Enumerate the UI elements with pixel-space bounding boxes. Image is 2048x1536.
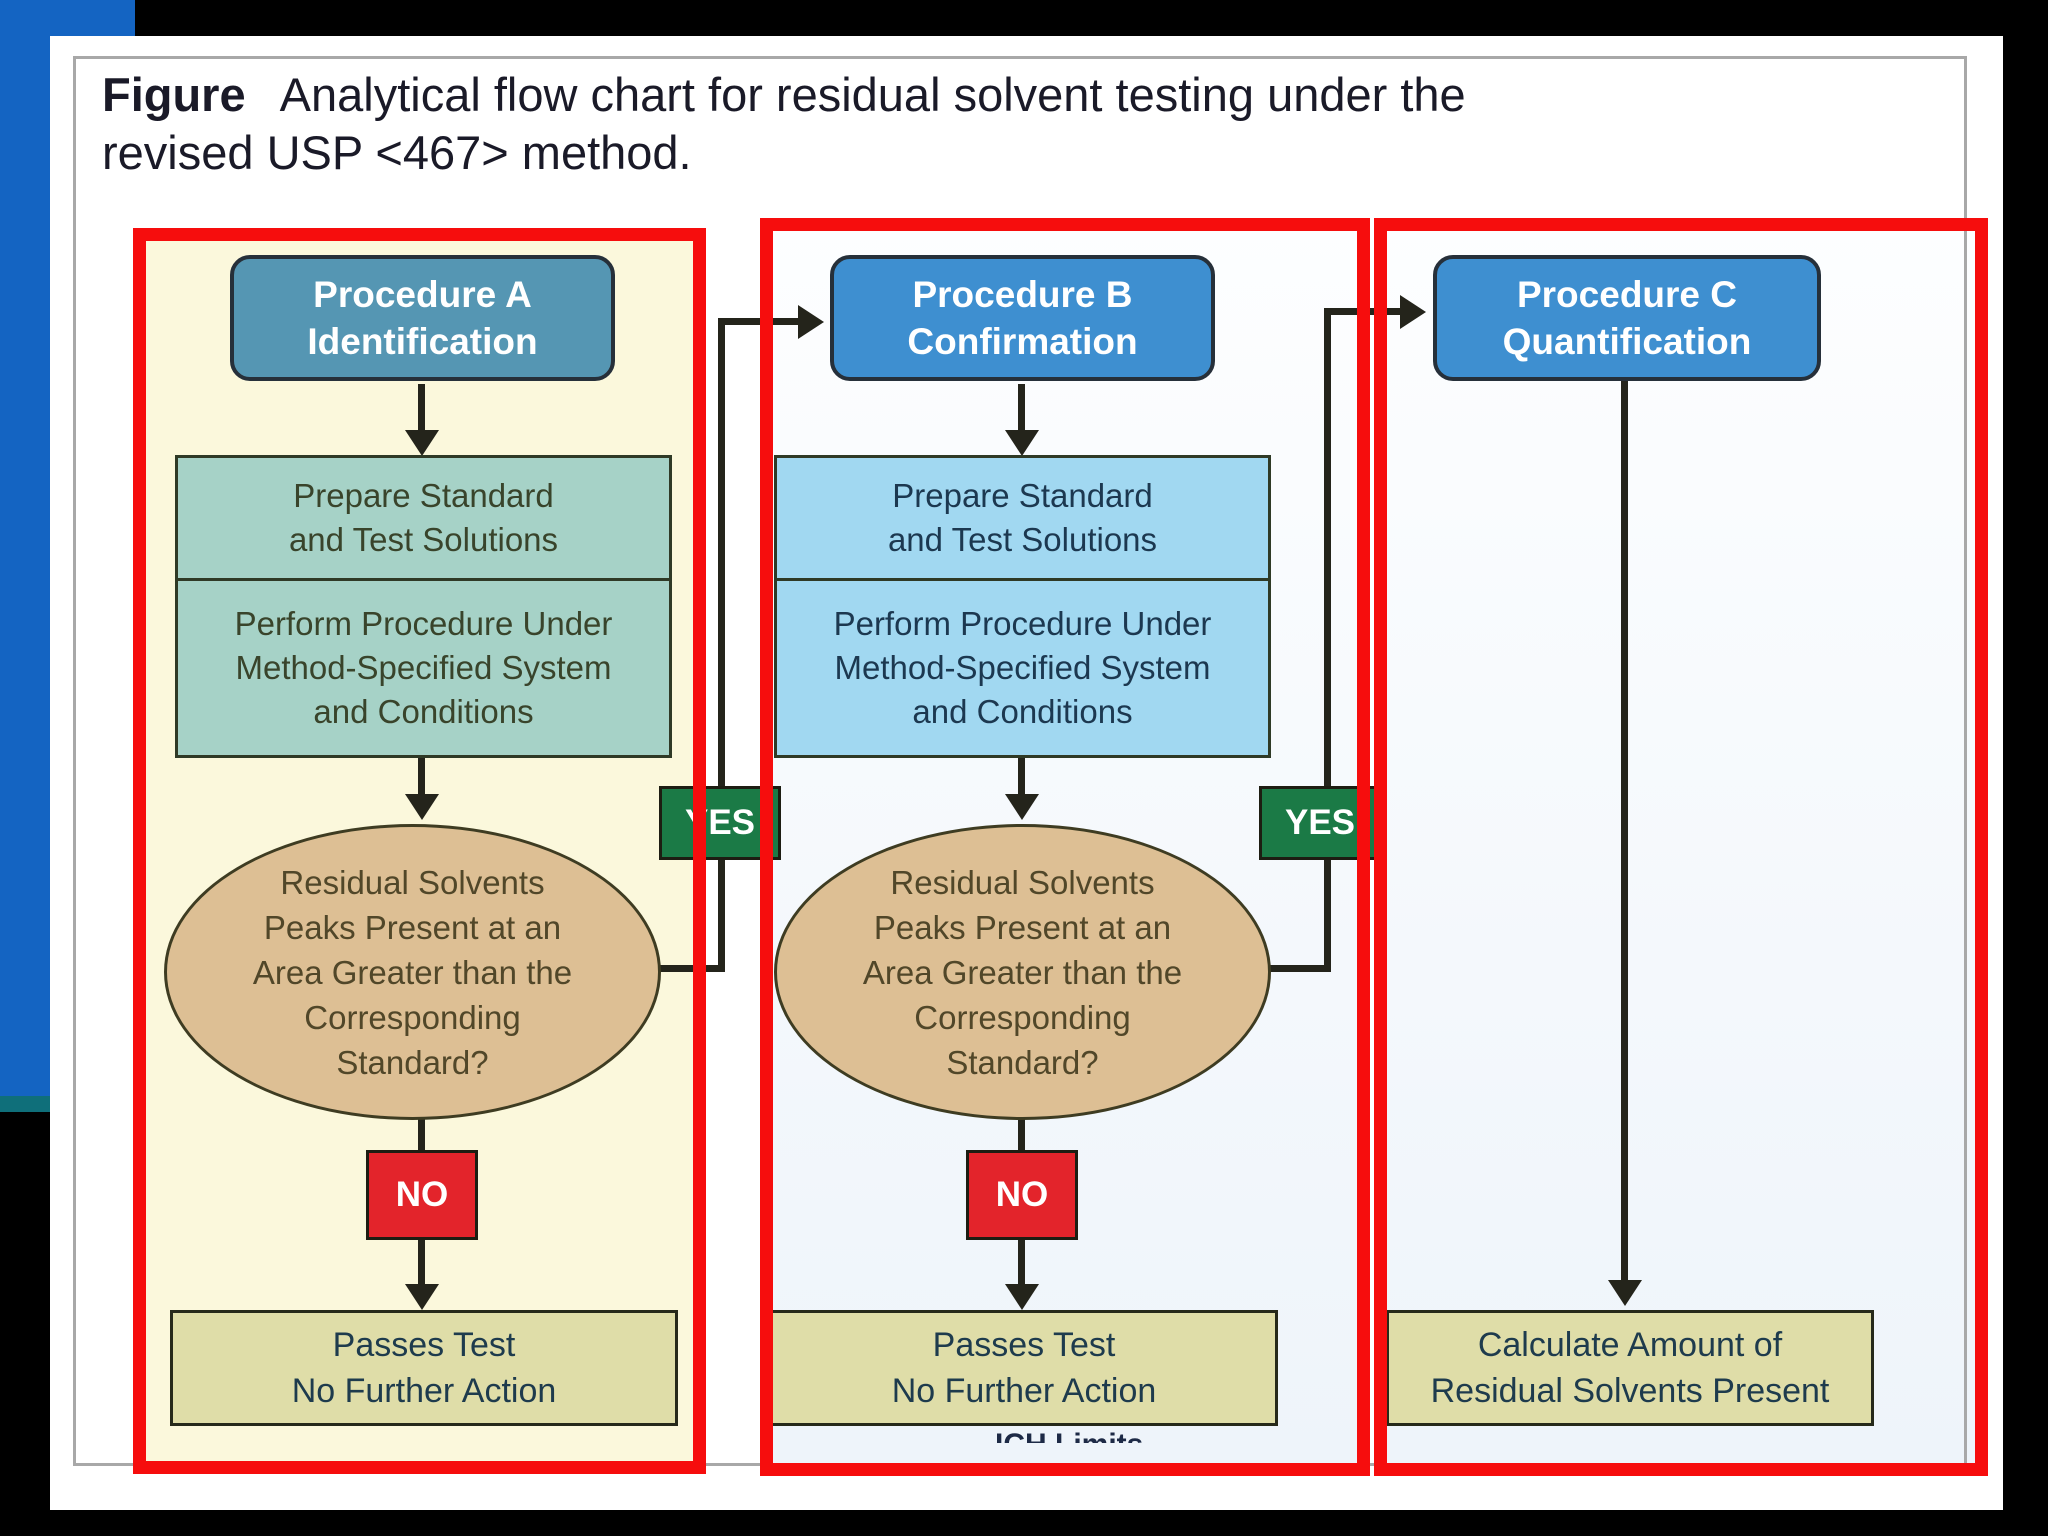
connector-line (1018, 384, 1025, 436)
procedure-b-header: Procedure B Confirmation (830, 255, 1215, 381)
step-a-prepare: Prepare Standard and Test Solutions (175, 455, 672, 581)
step-text: and Test Solutions (887, 521, 1158, 558)
procedure-c-subtitle: Quantification (1502, 321, 1752, 362)
result-c: Calculate Amount of Residual Solvents Pr… (1386, 1310, 1874, 1426)
connector-line (1250, 965, 1330, 972)
connector-line (640, 965, 725, 972)
step-text: Method-Specified System (834, 649, 1211, 686)
step-text: and Conditions (912, 693, 1133, 730)
procedure-a-subtitle: Identification (307, 321, 538, 362)
decision-text: Corresponding (304, 998, 521, 1036)
step-text: Perform Procedure Under (833, 605, 1212, 642)
result-text: Residual Solvents Present (1430, 1372, 1830, 1410)
procedure-b-subtitle: Confirmation (907, 321, 1138, 362)
connector-line (1621, 380, 1628, 1284)
arrow-right-icon (798, 305, 824, 339)
arrow-down-icon (1005, 794, 1039, 820)
connector-line (1018, 1116, 1025, 1156)
decision-text: Standard? (336, 1043, 489, 1081)
connector-line (718, 318, 800, 325)
decision-text: Area Greater than the (862, 953, 1183, 991)
decision-text: Residual Solvents (890, 863, 1155, 901)
procedure-a-title: Procedure A (313, 274, 532, 315)
step-a-perform: Perform Procedure Under Method-Specified… (175, 578, 672, 758)
no-tag-b: NO (966, 1150, 1078, 1240)
connector-line (418, 1116, 425, 1156)
step-text: and Conditions (313, 693, 534, 730)
column-a-red-frame (133, 228, 706, 1474)
step-text: and Test Solutions (288, 521, 559, 558)
connector-line (418, 1238, 425, 1290)
decision-text: Corresponding (914, 998, 1131, 1036)
step-text: Prepare Standard (892, 477, 1153, 514)
connector-line (1018, 756, 1025, 800)
step-b-perform: Perform Procedure Under Method-Specified… (774, 578, 1271, 758)
no-label: NO (395, 1175, 449, 1214)
result-text: Passes Test (932, 1326, 1116, 1364)
step-text: Method-Specified System (235, 649, 612, 686)
arrow-down-icon (1005, 430, 1039, 456)
result-text: Calculate Amount of (1477, 1326, 1783, 1364)
procedure-a-header: Procedure A Identification (230, 255, 615, 381)
left-accent-bar-lower (0, 0, 50, 1112)
connector-line (718, 318, 725, 972)
clipped-caption-text: ICH Limits (995, 1428, 1143, 1443)
yes-label: YES (1284, 803, 1356, 842)
column-c-background (1374, 218, 1988, 1476)
decision-text: Residual Solvents (280, 863, 545, 901)
figure-caption: Figure Analytical flow chart for residual… (102, 66, 1902, 182)
arrow-down-icon (405, 794, 439, 820)
decision-text: Area Greater than the (252, 953, 573, 991)
column-c-red-frame (1374, 218, 1988, 1476)
step-text: Perform Procedure Under (234, 605, 613, 642)
arrow-down-icon (1005, 1284, 1039, 1310)
procedure-b-title: Procedure B (912, 274, 1133, 315)
clipped-caption-fragment: ICH Limits (995, 1428, 1255, 1443)
result-text: Passes Test (332, 1326, 516, 1364)
decision-a: Residual Solvents Peaks Present at an Ar… (164, 824, 661, 1120)
arrow-down-icon (405, 430, 439, 456)
result-text: No Further Action (891, 1372, 1157, 1410)
result-text: No Further Action (291, 1372, 557, 1410)
connector-line (418, 384, 425, 436)
no-label: NO (995, 1175, 1049, 1214)
result-a: Passes Test No Further Action (170, 1310, 678, 1426)
no-tag-a: NO (366, 1150, 478, 1240)
decision-text: Peaks Present at an (873, 908, 1172, 946)
connector-line (418, 756, 425, 800)
arrow-right-icon (1400, 295, 1426, 329)
arrow-down-icon (1608, 1280, 1642, 1306)
decision-text: Peaks Present at an (263, 908, 562, 946)
column-b-red-frame (760, 218, 1370, 1476)
result-b: Passes Test No Further Action (770, 1310, 1278, 1426)
connector-line (1018, 1238, 1025, 1290)
figure-caption-label: Figure (102, 68, 246, 121)
figure-caption-line2: revised USP <467> method. (102, 126, 692, 179)
step-text: Prepare Standard (293, 477, 554, 514)
accent-bar-edge (0, 1096, 50, 1112)
decision-text: Standard? (946, 1043, 1099, 1081)
decision-b: Residual Solvents Peaks Present at an Ar… (774, 824, 1271, 1120)
connector-line (1324, 308, 1331, 972)
arrow-down-icon (405, 1284, 439, 1310)
figure-caption-line1: Analytical flow chart for residual solve… (279, 68, 1466, 121)
procedure-c-title: Procedure C (1516, 274, 1737, 315)
procedure-c-header: Procedure C Quantification (1433, 255, 1821, 381)
